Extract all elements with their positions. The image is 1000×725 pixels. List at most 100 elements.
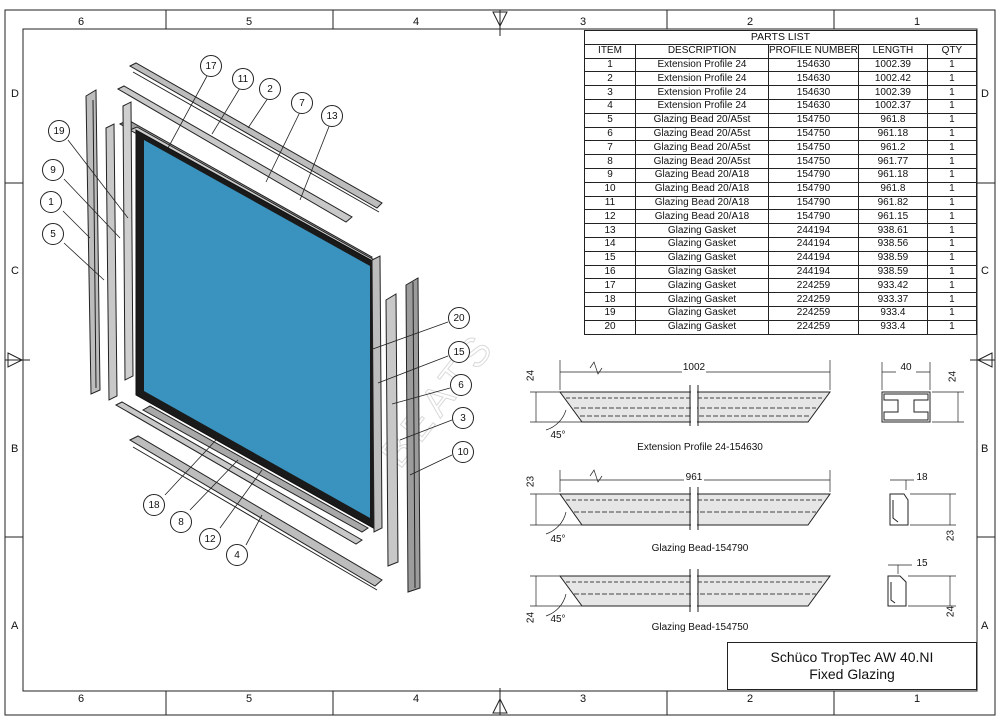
table-cell: 961.77 — [857, 154, 928, 169]
caption-glazing-bead-154790: Glazing Bead-154790 — [651, 543, 749, 554]
table-cell: 154630 — [768, 85, 859, 100]
centering-marks — [5, 10, 995, 715]
balloon-7: 7 — [291, 92, 313, 114]
table-cell: 1 — [926, 305, 978, 321]
zone-top-2: 2 — [747, 16, 754, 28]
caption-extension-profile: Extension Profile 24-154630 — [637, 442, 763, 453]
table-cell: 244194 — [768, 223, 859, 238]
zone-top-5: 5 — [246, 16, 253, 28]
table-cell: Glazing Bead 20/A5st — [635, 112, 769, 128]
table-cell: Glazing Gasket — [635, 264, 769, 280]
table-cell: 154790 — [768, 195, 859, 211]
table-cell: Glazing Bead 20/A5st — [635, 140, 769, 156]
glazing-bead-left — [105, 123, 118, 401]
table-cell: 7 — [584, 140, 636, 156]
zone-right-B: B — [981, 443, 989, 455]
zone-bottom-5: 5 — [246, 693, 253, 705]
table-cell: 10 — [584, 181, 636, 197]
table-cell: Glazing Gasket — [635, 250, 769, 266]
balloon-8: 8 — [170, 511, 192, 533]
zone-right-D: D — [981, 88, 989, 100]
table-cell: 224259 — [768, 278, 859, 294]
balloon-3: 3 — [452, 407, 474, 429]
table-cell: 154630 — [768, 71, 859, 87]
dim-section-height-2: 23 — [945, 529, 957, 542]
zone-top-1: 1 — [914, 16, 921, 28]
extension-profile-top — [128, 62, 383, 209]
table-cell: 1 — [926, 57, 978, 73]
table-cell: 933.4 — [857, 305, 928, 321]
table-cell: 1 — [926, 112, 978, 128]
table-cell: 933.42 — [857, 278, 928, 294]
table-cell: Glazing Bead 20/A18 — [635, 195, 769, 211]
zone-top-6: 6 — [78, 16, 85, 28]
table-cell: 961.2 — [857, 140, 928, 156]
table-cell: 5 — [584, 112, 636, 128]
glazing-bead-top — [116, 85, 353, 223]
dim-angle-2: 45° — [550, 534, 566, 545]
balloon-15: 15 — [448, 341, 470, 363]
zone-bottom-4: 4 — [413, 693, 420, 705]
dim-angle-3: 45° — [550, 614, 566, 625]
glazing-bead-right — [385, 293, 399, 567]
table-cell: Extension Profile 24 — [635, 85, 769, 100]
dim-length-1: 1002 — [682, 362, 706, 373]
balloon-13: 13 — [321, 105, 343, 127]
table-cell: 154790 — [768, 209, 859, 225]
table-cell: 1 — [926, 292, 978, 307]
table-cell: 1 — [926, 85, 978, 100]
gasket-right — [371, 255, 383, 533]
zone-top-3: 3 — [580, 16, 587, 28]
table-cell: 244194 — [768, 264, 859, 280]
table-cell: 1 — [926, 98, 978, 114]
table-cell: 933.4 — [857, 319, 928, 335]
balloon-6: 6 — [450, 374, 472, 396]
table-cell: 16 — [584, 264, 636, 280]
leader-lines — [62, 75, 453, 546]
table-cell: Glazing Bead 20/A5st — [635, 154, 769, 169]
dim-length-2: 961 — [684, 472, 704, 483]
table-cell: 154750 — [768, 140, 859, 156]
zone-top-4: 4 — [413, 16, 420, 28]
extension-profile-bottom — [128, 435, 383, 587]
table-cell: 154750 — [768, 112, 859, 128]
table-cell: 1002.42 — [857, 71, 928, 87]
balloon-18: 18 — [143, 494, 165, 516]
table-cell: 1 — [926, 154, 978, 169]
table-cell: Glazing Gasket — [635, 319, 769, 335]
balloon-19: 19 — [48, 120, 70, 142]
zone-left-D: D — [11, 88, 19, 100]
table-cell: Extension Profile 24 — [635, 57, 769, 73]
table-cell: 19 — [584, 305, 636, 321]
table-cell: Glazing Gasket — [635, 292, 769, 307]
table-cell: 13 — [584, 223, 636, 238]
dim-height-3: 24 — [525, 611, 537, 624]
table-cell: 1 — [926, 264, 978, 280]
balloon-12: 12 — [199, 528, 221, 550]
table-cell: 1 — [926, 140, 978, 156]
gasket-bottom — [141, 405, 369, 533]
dim-height-2: 23 — [525, 475, 537, 488]
section-glazing-bead-154790 — [889, 479, 956, 526]
table-cell: 154630 — [768, 57, 859, 73]
dim-height-1: 24 — [525, 369, 537, 382]
col-item: ITEM — [584, 43, 636, 59]
table-cell: 224259 — [768, 305, 859, 321]
table-cell: 961.82 — [857, 195, 928, 211]
balloon-2: 2 — [259, 78, 281, 100]
section-glazing-bead-154750 — [887, 564, 956, 607]
table-cell: 11 — [584, 195, 636, 211]
table-cell: 1 — [926, 223, 978, 238]
detail-glazing-bead-154750 — [530, 569, 831, 617]
table-cell: 1 — [926, 278, 978, 294]
table-cell: 1002.39 — [857, 57, 928, 73]
glass-pane — [144, 140, 370, 518]
